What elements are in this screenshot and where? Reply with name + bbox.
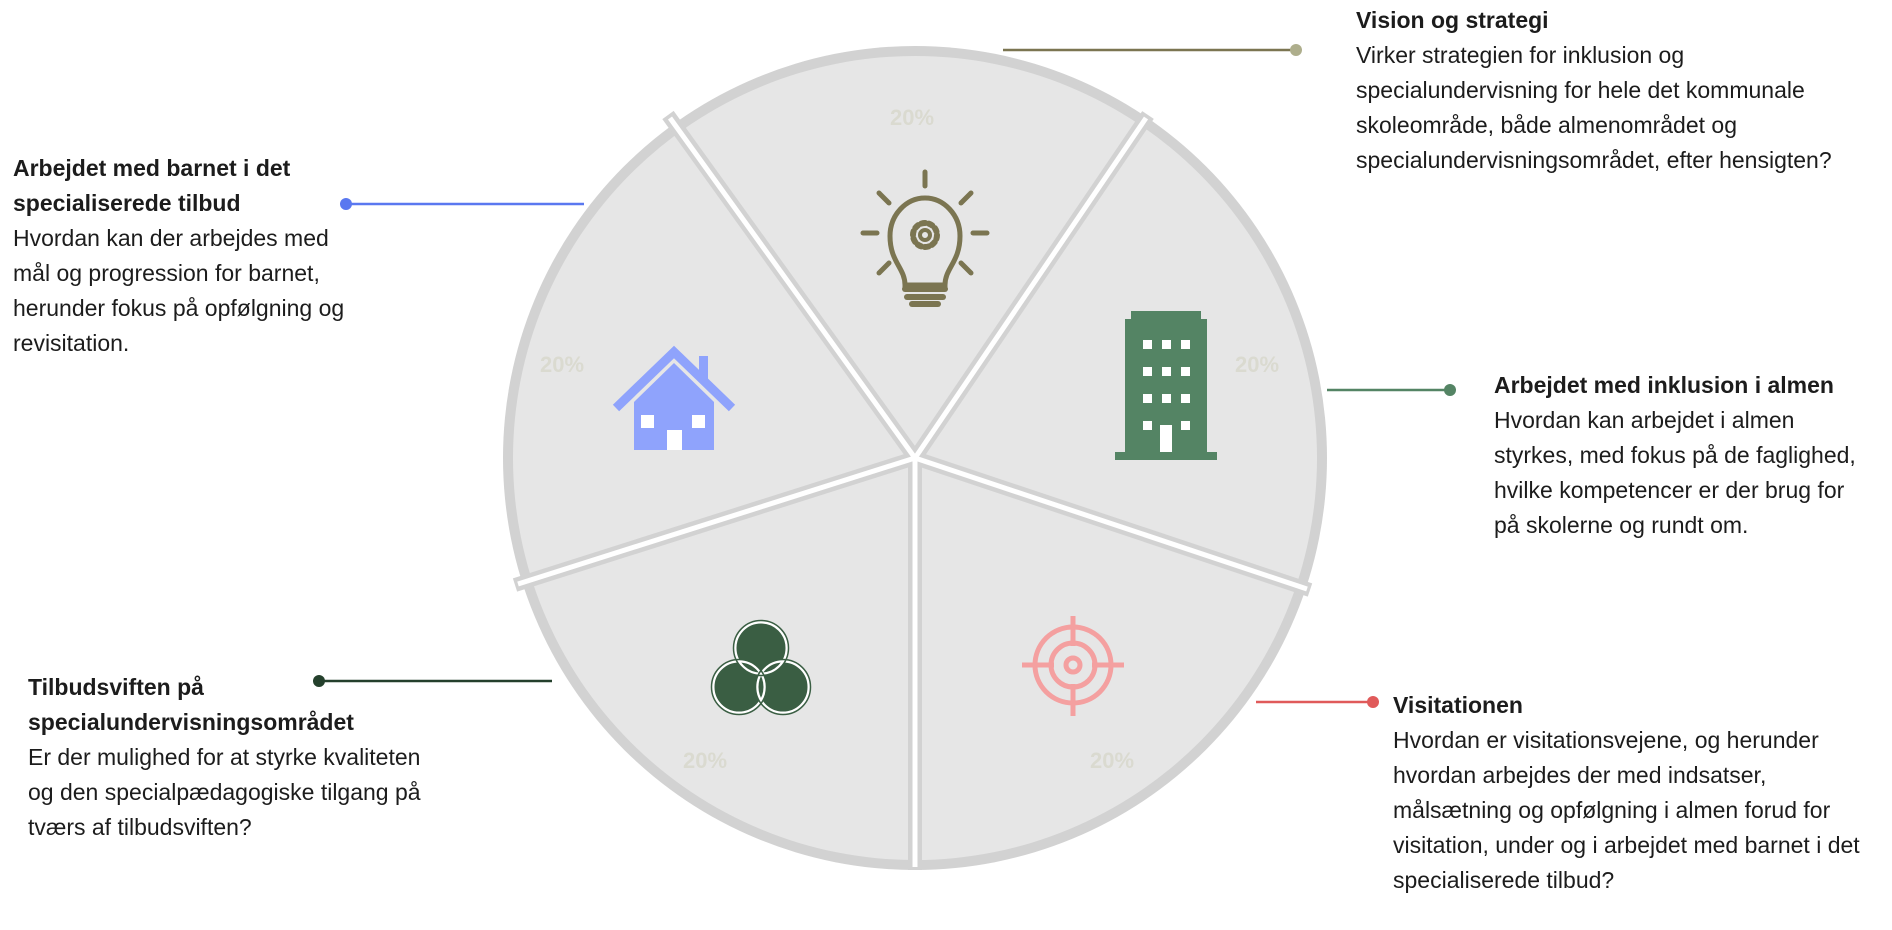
connector-lines bbox=[313, 44, 1456, 708]
office-building-icon bbox=[1115, 311, 1217, 460]
house-icon bbox=[612, 345, 736, 450]
segment-gaps bbox=[517, 116, 1308, 867]
callout-tilbudsviften-body: Er der mulighed for at styrke kvaliteten… bbox=[28, 744, 421, 840]
callout-visitation: Visitationen Hvordan er visitationsvejen… bbox=[1393, 688, 1888, 898]
callout-vision-title: Vision og strategi bbox=[1356, 7, 1549, 33]
callout-barnet-title: Arbejdet med barnet i det specialiserede… bbox=[13, 155, 291, 216]
percent-label-vision: 20% bbox=[890, 105, 934, 130]
callout-inklusion: Arbejdet med inklusion i almen Hvordan k… bbox=[1494, 368, 1874, 543]
callout-visitation-title: Visitationen bbox=[1393, 692, 1523, 718]
lightbulb-gear-icon bbox=[860, 169, 990, 307]
callout-tilbudsviften-title: Tilbudsviften på specialundervisningsomr… bbox=[28, 674, 354, 735]
percent-label-visitation: 20% bbox=[1090, 748, 1134, 773]
callout-visitation-body: Hvordan er visitationsvejene, og herunde… bbox=[1393, 727, 1860, 893]
callout-barnet: Arbejdet med barnet i det specialiserede… bbox=[13, 151, 353, 361]
percent-label-tilbudsviften: 20% bbox=[683, 748, 727, 773]
callout-barnet-body: Hvordan kan der arbejdes med mål og prog… bbox=[13, 225, 345, 356]
callout-inklusion-body: Hvordan kan arbejdet i almen styrkes, me… bbox=[1494, 407, 1856, 538]
callout-tilbudsviften: Tilbudsviften på specialundervisningsomr… bbox=[28, 670, 428, 845]
callout-inklusion-title: Arbejdet med inklusion i almen bbox=[1494, 372, 1834, 398]
percent-label-barnet: 20% bbox=[540, 352, 584, 377]
percent-label-inklusion: 20% bbox=[1235, 352, 1279, 377]
target-crosshair-icon bbox=[1022, 616, 1124, 716]
callout-vision-body: Virker strategien for inklusion og speci… bbox=[1356, 42, 1832, 173]
callout-vision: Vision og strategi Virker strategien for… bbox=[1356, 3, 1886, 178]
overlapping-circles-icon bbox=[710, 619, 812, 716]
